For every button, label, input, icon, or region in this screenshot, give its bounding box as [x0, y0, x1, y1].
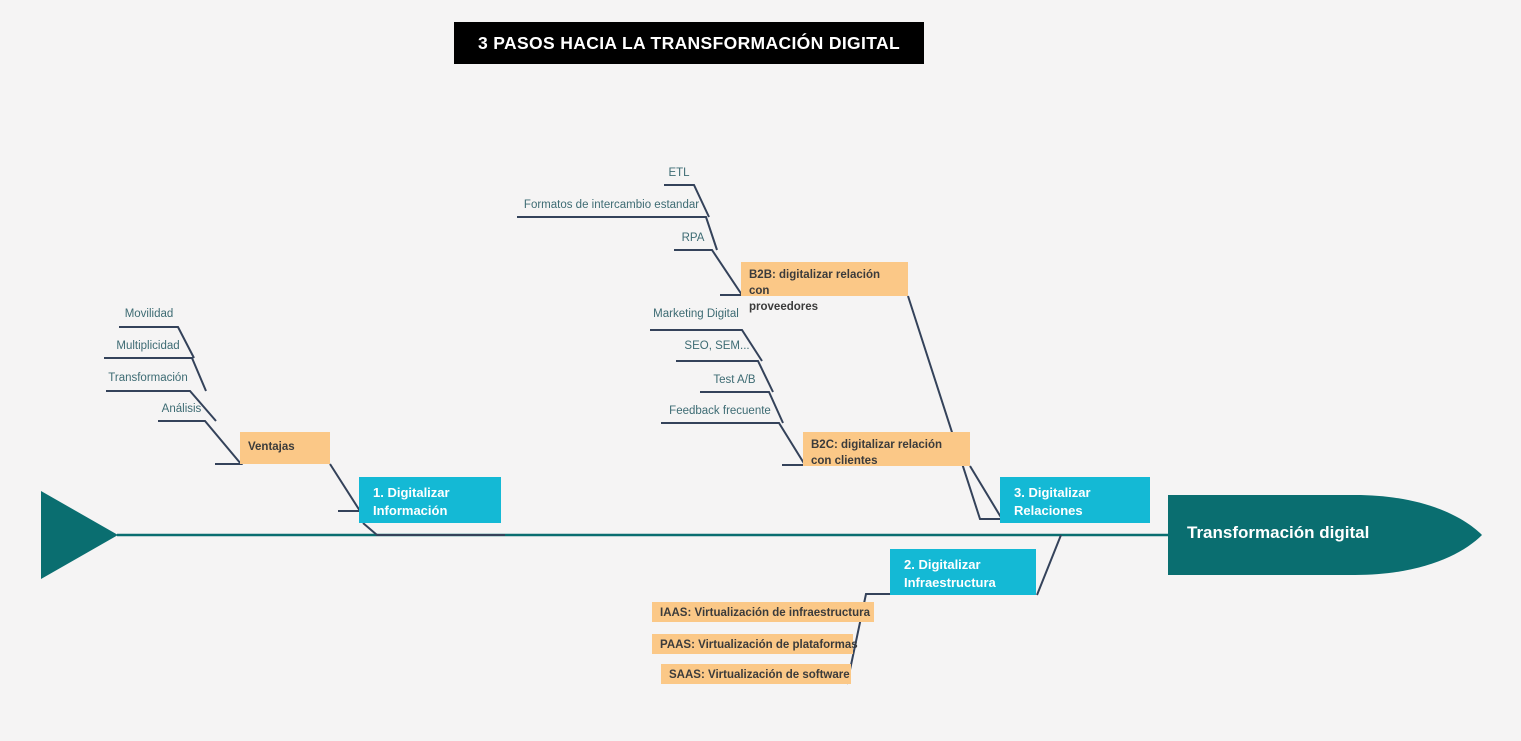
sub-cause-multiplicidad[interactable]: Multiplicidad — [116, 340, 180, 352]
cause-box-iaas-label: IAAS: Virtualización de infraestructura — [660, 607, 871, 619]
category-3-label-line-2: Relaciones — [1014, 503, 1083, 518]
cause-box-b2c-line-1: B2C: digitalizar relación — [811, 439, 943, 451]
cause-box-b2b[interactable]: B2B: digitalizar relación con proveedore… — [741, 262, 908, 313]
category-2-label-line-2: Infraestructura — [904, 575, 996, 590]
connector-rpa — [674, 249, 744, 296]
sub-cause-movilidad[interactable]: Movilidad — [124, 308, 174, 320]
tail-arrow — [41, 491, 118, 579]
category-box-digitalizar-informacion[interactable]: 1. Digitalizar Información — [359, 477, 501, 523]
cause-box-ventajas-label: Ventajas — [248, 441, 295, 453]
sub-cause-test-ab[interactable]: Test A/B — [713, 374, 756, 386]
sub-cause-marketing-digital[interactable]: Marketing Digital — [653, 308, 739, 320]
category-box-digitalizar-infraestructura[interactable]: 2. Digitalizar Infraestructura — [890, 549, 1036, 595]
title-banner: 3 PASOS HACIA LA TRANSFORMACIÓN DIGITAL — [454, 22, 924, 64]
page-title: 3 PASOS HACIA LA TRANSFORMACIÓN DIGITAL — [478, 32, 900, 53]
cause-box-b2c[interactable]: B2C: digitalizar relación con clientes — [803, 432, 970, 467]
cause-box-iaas[interactable]: IAAS: Virtualización de infraestructura — [652, 602, 874, 622]
cause-box-b2b-line-1: B2B: digitalizar relación con — [749, 269, 881, 297]
sub-cause-formatos-intercambio[interactable]: Formatos de intercambio estandar — [523, 199, 700, 211]
sub-cause-feedback-frecuente[interactable]: Feedback frecuente — [669, 405, 771, 417]
cause-box-ventajas[interactable]: Ventajas — [240, 432, 330, 464]
connector-cat1-to-spine — [362, 522, 505, 536]
category-3-label-line-1: 3. Digitalizar — [1014, 485, 1091, 500]
sub-cause-seo-sem[interactable]: SEO, SEM... — [684, 340, 750, 352]
connector-b2c-to-cat3 — [969, 465, 1003, 520]
sub-cause-rpa[interactable]: RPA — [681, 232, 705, 244]
cause-box-b2b-line-2: proveedores — [749, 301, 819, 313]
sub-cause-transformacion[interactable]: Transformación — [108, 372, 188, 384]
category-1-label-line-1: 1. Digitalizar — [373, 485, 450, 500]
category-box-digitalizar-relaciones[interactable]: 3. Digitalizar Relaciones — [1000, 477, 1150, 523]
cause-box-paas[interactable]: PAAS: Virtualización de plataformas — [652, 634, 858, 654]
cause-box-paas-label: PAAS: Virtualización de plataformas — [660, 639, 858, 651]
connector-analisis — [158, 420, 244, 465]
connector-ventajas-to-cat1 — [329, 463, 362, 512]
connector-b2b-to-cat3 — [907, 295, 1004, 520]
category-2-label-line-1: 2. Digitalizar — [904, 557, 981, 572]
cause-box-saas-label: SAAS: Virtualización de software — [669, 669, 850, 681]
cause-box-b2c-line-2: con clientes — [811, 455, 878, 467]
fishbone-head-label: Transformación digital — [1187, 523, 1370, 542]
connector-feedback — [661, 422, 807, 466]
cause-box-saas[interactable]: SAAS: Virtualización de software — [661, 664, 851, 684]
sub-cause-analisis[interactable]: Análisis — [161, 403, 202, 415]
connector-cat2-to-spine — [1036, 534, 1062, 596]
category-1-label-line-2: Información — [373, 503, 448, 518]
sub-cause-etl[interactable]: ETL — [668, 167, 690, 179]
